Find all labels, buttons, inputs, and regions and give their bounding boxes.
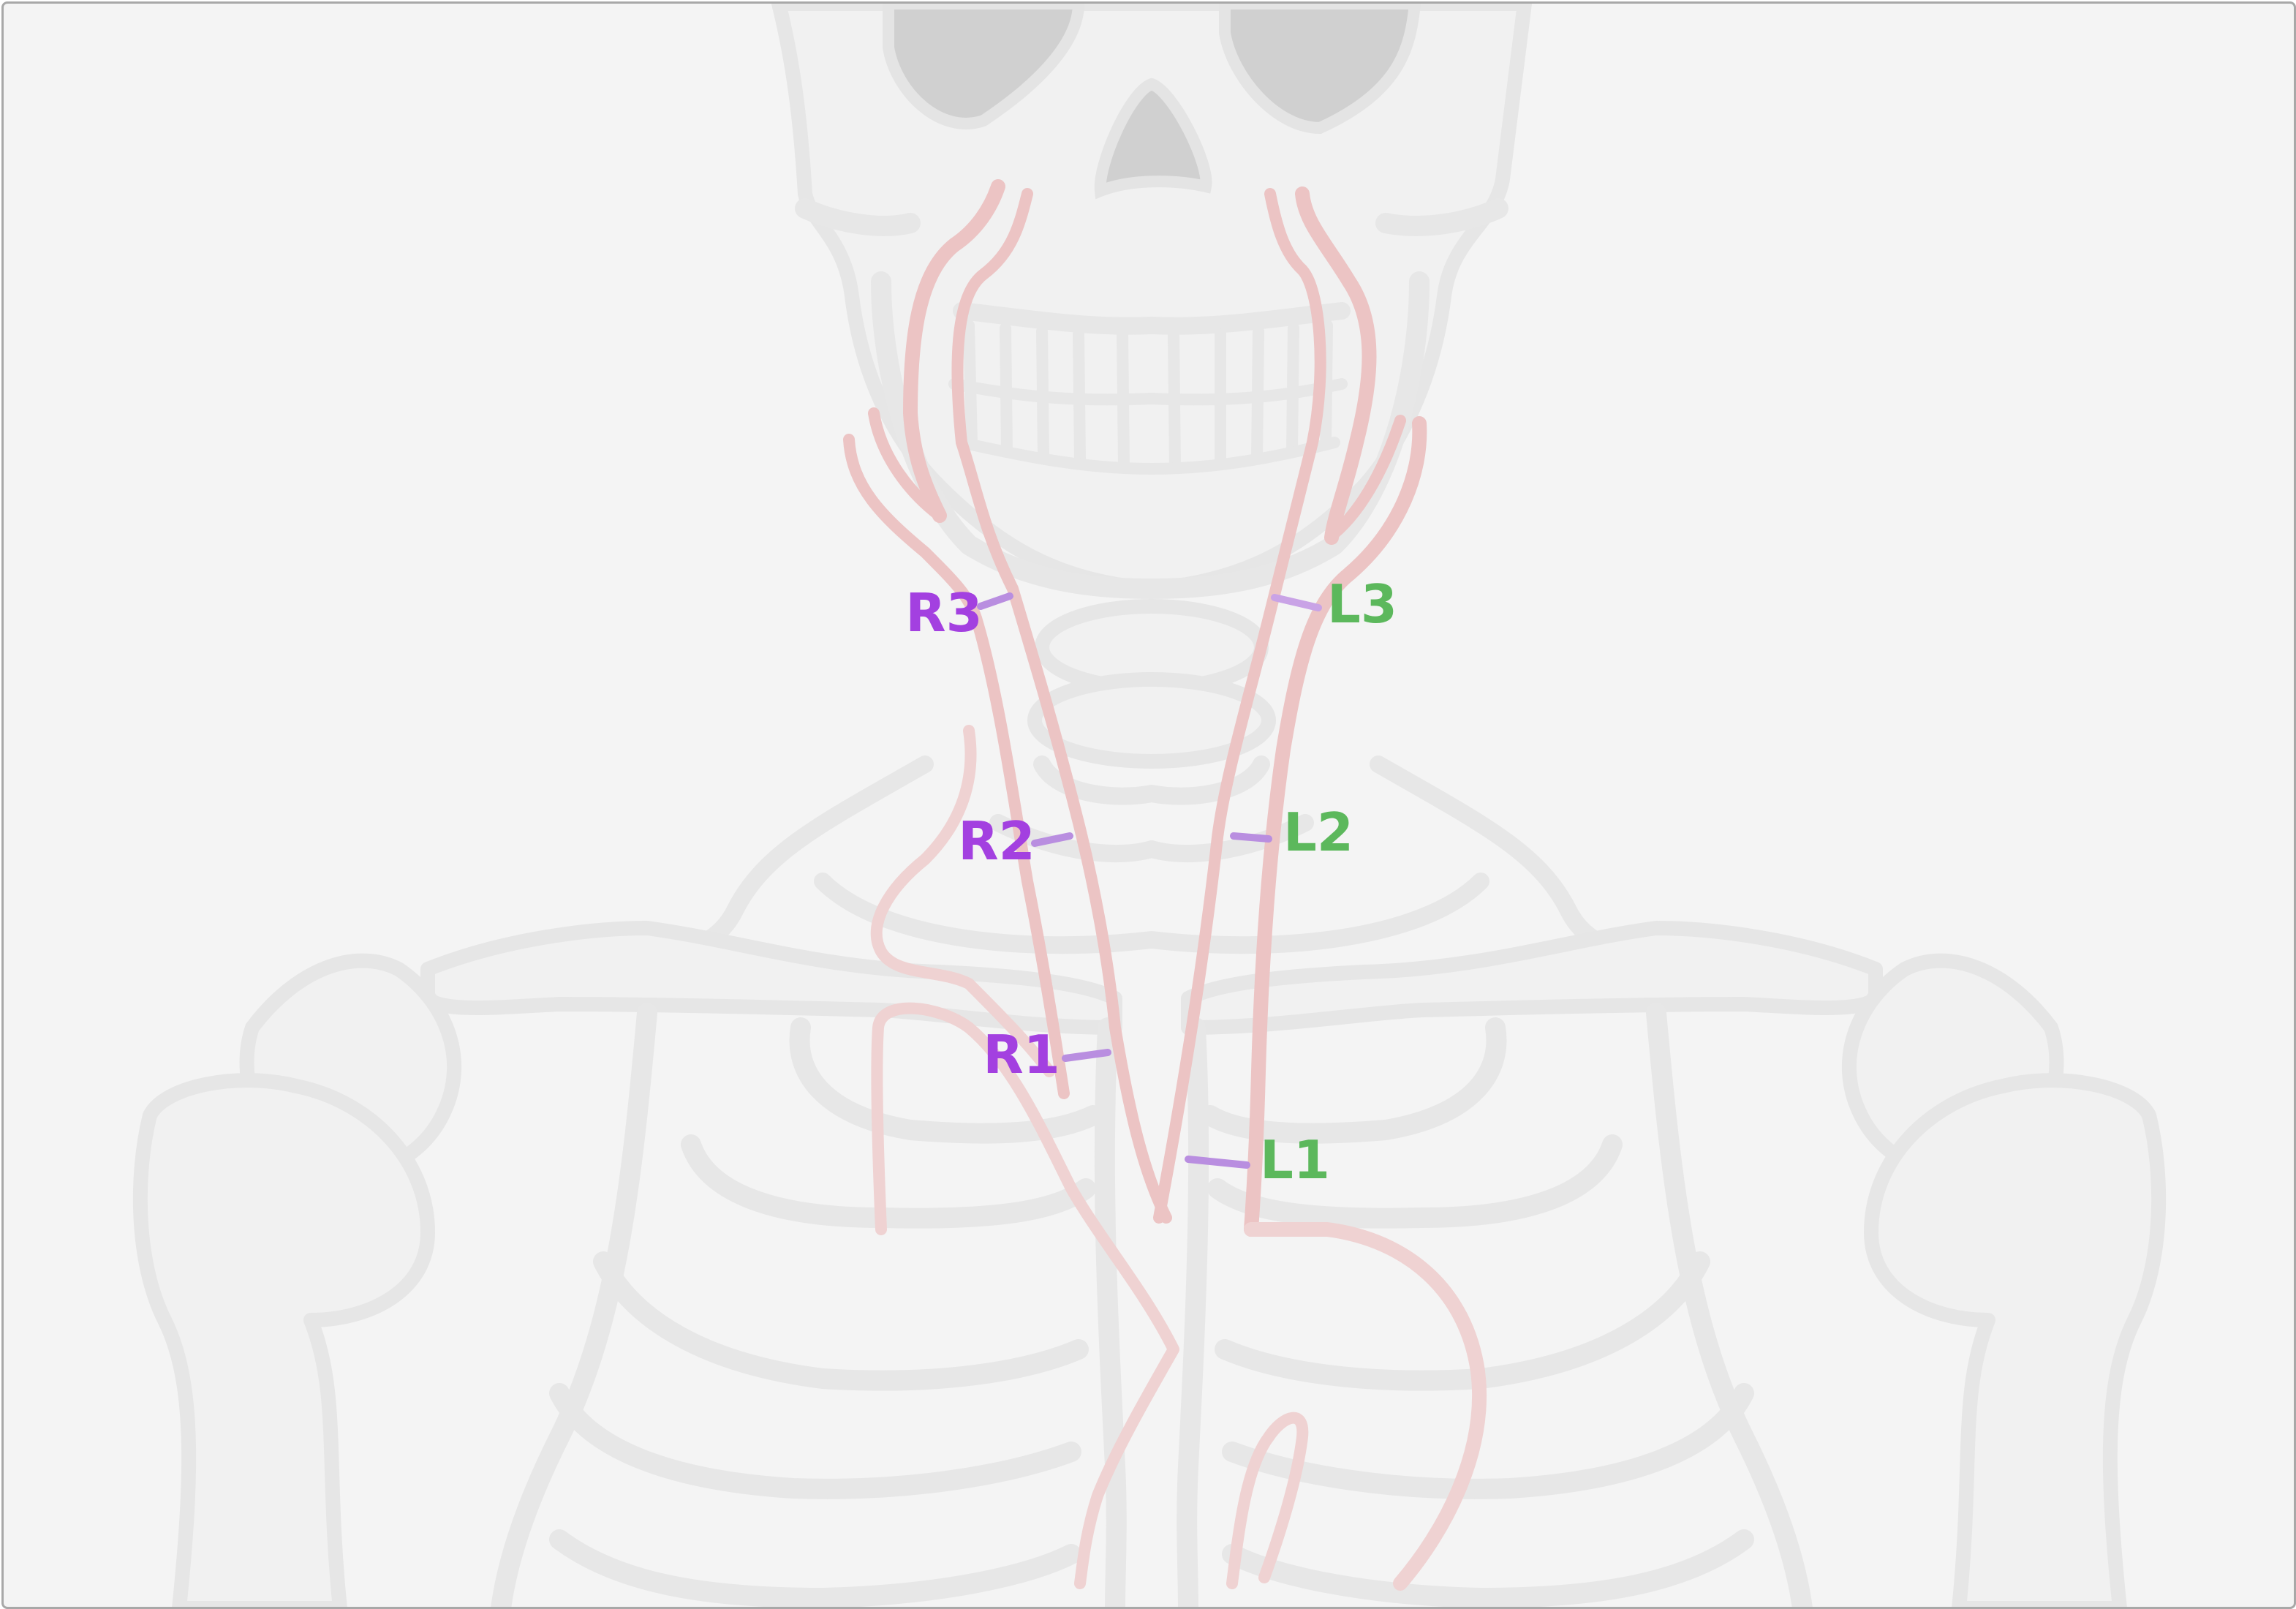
- cervical-spine: [814, 599, 1489, 954]
- neck-vessel-diagram: R3 R2 R1 L3 L2 L1: [132, 4, 2167, 1607]
- rib-cage: [491, 1003, 1813, 1607]
- right-humerus: [132, 1073, 435, 1607]
- left-orbit: [1219, 4, 1421, 135]
- R3-tick: [977, 592, 1013, 610]
- right-subclavian: [870, 725, 1055, 1077]
- skeleton: [132, 4, 2167, 1607]
- left-internal-carotid: [1153, 188, 1326, 1224]
- R2-tick: [1031, 832, 1073, 847]
- left-markers: L3 L2 L1: [1185, 573, 1397, 1191]
- right-external-carotid: [903, 179, 1005, 523]
- brachiocephalic: [871, 1002, 1179, 1589]
- R2-label: R2: [958, 810, 1035, 872]
- teeth: [948, 320, 1348, 475]
- L1-label: L1: [1260, 1129, 1330, 1191]
- right-orbit: [883, 4, 1085, 129]
- L1-tick: [1185, 1156, 1250, 1169]
- L3-label: L3: [1327, 573, 1397, 635]
- right-internal-carotid: [951, 188, 1172, 1224]
- aortic-arch: [1244, 1222, 1487, 1591]
- left-vertebral: [1244, 416, 1427, 1237]
- inferior-vessel: [1226, 1412, 1309, 1589]
- left-clavicle: [1181, 921, 1883, 1035]
- R1-tick: [1062, 1049, 1111, 1062]
- L3-tick: [1271, 594, 1322, 611]
- vessels: [843, 179, 1487, 1591]
- left-humerus: [1864, 1073, 2167, 1607]
- nasal-cavity: [1094, 78, 1212, 200]
- R1-label: R1: [983, 1024, 1060, 1085]
- L2-label: L2: [1283, 802, 1353, 863]
- left-external-carotid: [1295, 186, 1377, 545]
- upper-jaw: [953, 302, 1351, 335]
- right-markers: R3 R2 R1: [905, 582, 1111, 1085]
- R3-label: R3: [905, 582, 983, 644]
- right-vertebral: [843, 434, 1070, 1099]
- L2-tick: [1230, 832, 1272, 843]
